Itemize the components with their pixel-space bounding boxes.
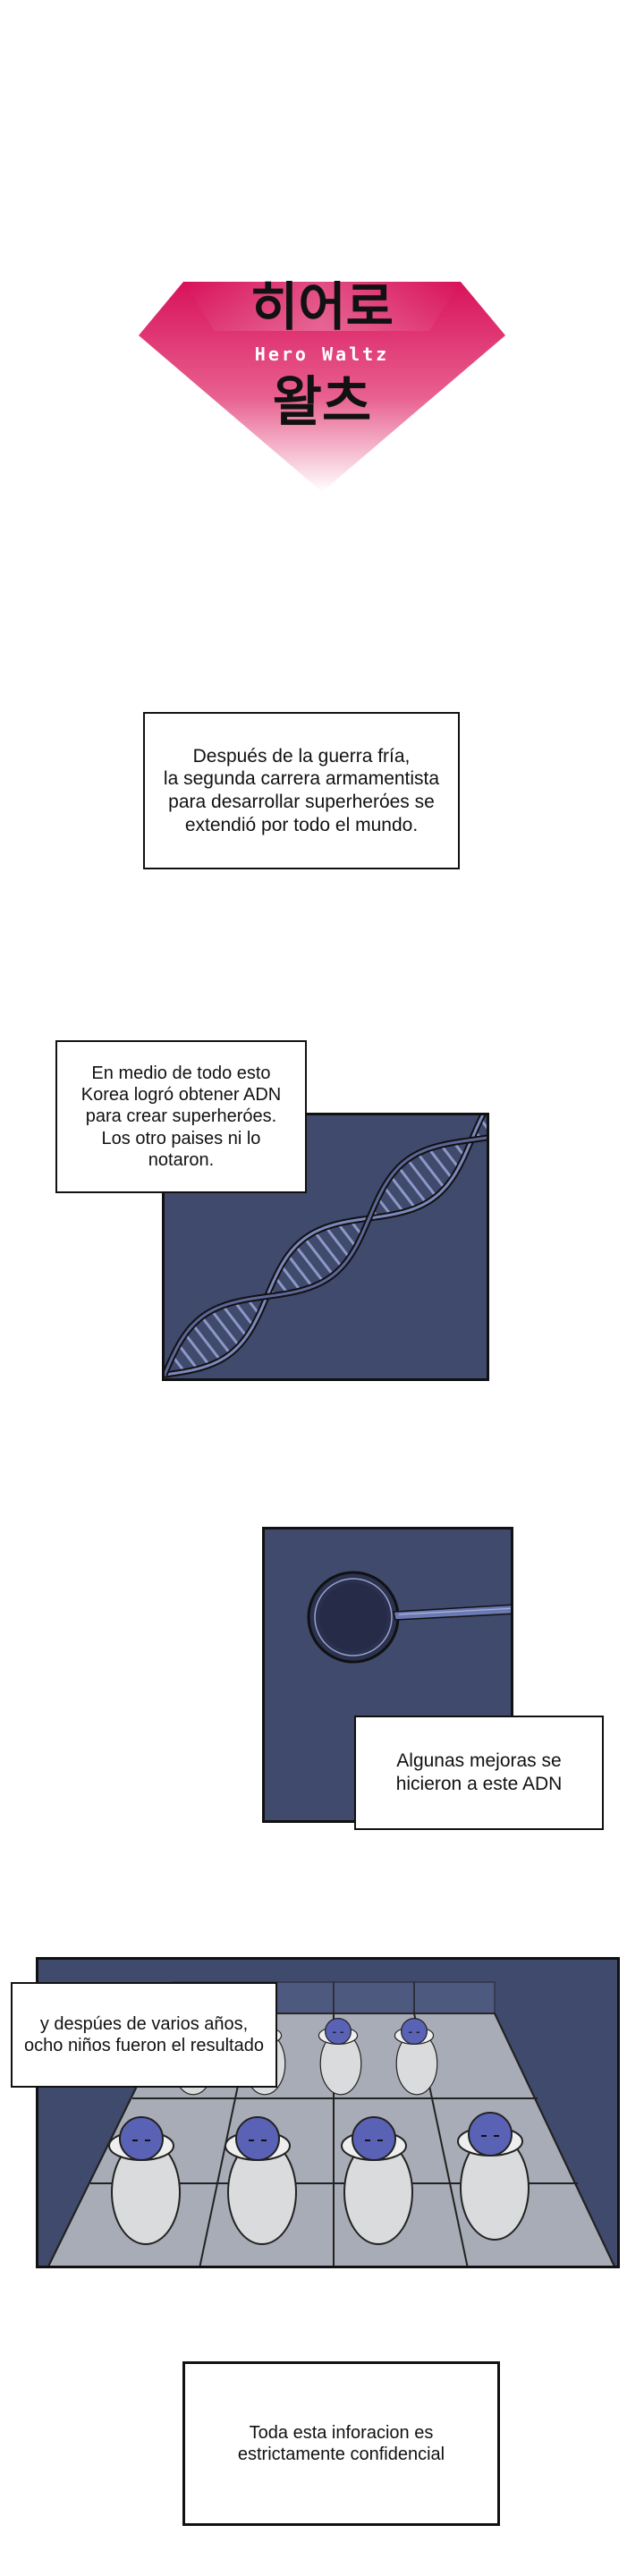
dna-rung (280, 1265, 302, 1292)
dna-rung (383, 1186, 405, 1213)
dna-rung (416, 1152, 446, 1190)
dna-rung (303, 1237, 335, 1276)
dna-strand (165, 1136, 487, 1376)
dna-rung (294, 1245, 325, 1283)
baby (318, 2017, 362, 2096)
dna-rung (389, 1175, 417, 1209)
dna-helix-icon (165, 1115, 487, 1378)
baby (225, 2116, 297, 2245)
baby (108, 2116, 181, 2245)
dna-rung (479, 1118, 487, 1130)
gem-icon: 히어로 Hero Waltz 왈츠 (139, 276, 505, 492)
logo-korean-line2: 왈츠 (273, 371, 371, 434)
caption-eight-children: y despúes de varios años, ocho niños fue… (11, 1982, 277, 2088)
dna-rung (210, 1309, 241, 1347)
caption-confidential: Toda esta inforacion es estrictamente co… (182, 2361, 500, 2526)
dna-rung (286, 1254, 314, 1288)
dna-rung (336, 1223, 358, 1248)
dna-rung (397, 1166, 428, 1204)
dna-rung (439, 1144, 460, 1169)
dna-rung (184, 1333, 211, 1367)
baby (394, 2017, 438, 2096)
dna-rung (233, 1301, 255, 1327)
dna-rung (177, 1343, 199, 1370)
dna-rung (325, 1226, 351, 1258)
logo-korean-line1: 히어로 (250, 276, 394, 337)
baby (457, 2112, 530, 2241)
dna-rung (191, 1324, 222, 1361)
dna-panel (162, 1113, 489, 1381)
hero-waltz-logo: 히어로 Hero Waltz 왈츠 (134, 255, 510, 496)
dna-rung (313, 1231, 343, 1268)
caption-korea-dna: En medio de todo esto Korea logró obtene… (55, 1040, 307, 1193)
dna-rung (222, 1304, 248, 1338)
dna-rung (406, 1158, 437, 1198)
caption-dna-improvements: Algunas mejoras se hicieron a este ADN (354, 1716, 604, 1830)
baby (341, 2116, 413, 2245)
caption-cold-war: Después de la guerra fría, la segunda ca… (143, 712, 460, 869)
dna-rung (428, 1148, 453, 1180)
logo-english-title: Hero Waltz (255, 343, 389, 365)
dna-rung (200, 1316, 232, 1355)
dna-strand (165, 1115, 485, 1377)
cell-injection-icon (307, 1571, 511, 1664)
